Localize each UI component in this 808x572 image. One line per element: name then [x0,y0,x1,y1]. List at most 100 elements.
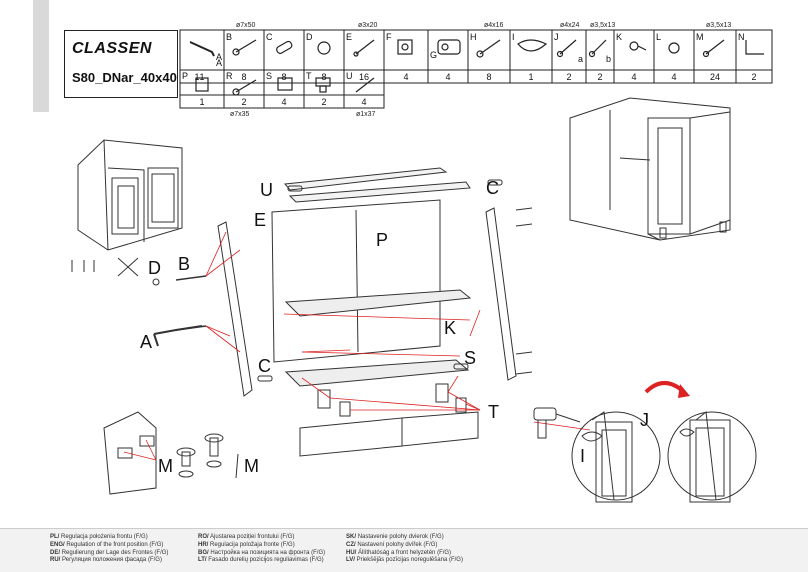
part-qty: 4 [281,97,286,107]
part-qty: 8 [241,72,246,82]
part-qty: 1 [528,72,533,82]
cabinet-preview-left [77,139,183,251]
callout-b: B [178,254,190,274]
callout-t: T [488,402,499,422]
dowel-icon [276,40,293,54]
dim-label: ø7x35 [230,111,250,118]
dim-label: ø3x20 [358,22,378,29]
leg-detail [103,411,239,495]
footer-col-2: RO/ Ajustarea poziției frontului (F/G) H… [198,534,326,564]
leader-lines [205,231,591,431]
part-qty: 2 [241,97,246,107]
part-qty: 2 [321,97,326,107]
callout-u: U [260,180,273,200]
brand-logo: CLASSEN [72,40,152,57]
part-letter: b [606,54,611,64]
part-letter: C [266,32,273,42]
part-letter: L [656,32,661,42]
part-letter: S [266,71,272,81]
side-tab [33,0,49,112]
door-detail [533,407,757,503]
screw-icon [232,39,257,56]
part-letter: P [182,71,188,81]
part-letter: M [696,32,704,42]
part-letter: N [738,32,745,42]
spatula-icon [517,39,548,52]
cabinet-preview-right [569,97,731,241]
part-qty: 24 [710,72,720,82]
part-letter: B [226,32,232,42]
leg-clip-icon [277,77,293,91]
part-qty: 8 [321,72,326,82]
screw-icon [476,39,501,58]
dim-label: ø4x24 [560,22,580,29]
hex-key-icon [189,41,215,57]
callout-c2: C [258,356,271,376]
part-letter: D [306,32,313,42]
dim-label: ø3,5x13 [590,22,615,29]
part-qty: 4 [445,72,450,82]
part-qty: 4 [403,72,408,82]
angle-bracket-icon [745,40,764,55]
exploded-assembly [71,167,533,457]
part-letter: U [346,71,353,81]
part-qty: 16 [359,72,369,82]
part-qty: 1 [194,72,199,82]
bumper-icon [668,42,680,54]
dim-label: ø1x37 [356,111,376,118]
shelf-pin-icon [629,41,647,51]
part-letter: A [216,58,222,68]
callout-a: A [140,332,152,352]
callout-s: S [464,348,476,368]
part-letter: a [578,54,583,64]
callout-p: P [376,230,388,250]
part-letter: I [512,32,515,42]
model-name: S80_DNar_40x40 [72,70,177,85]
part-qty: 8 [281,72,286,82]
part-qty: 8 [486,72,491,82]
part-qty: 2 [597,72,602,82]
dim-label: ø7x50 [236,22,256,29]
panel-icon [195,77,209,92]
nail-icon [355,77,375,93]
callout-m: M [158,456,173,476]
hinge-icon [437,39,461,55]
title-box [64,30,178,98]
parts-grid [179,29,773,109]
callout-m2: M [244,456,259,476]
part-qty: 2 [751,72,756,82]
part-letter: F [386,32,392,42]
part-qty: 4 [671,72,676,82]
part-qty: 4 [631,72,636,82]
hinge-plate-icon [397,39,413,55]
part-letter: G [430,50,437,60]
part-letter: E [346,32,352,42]
footer-col-1: PL/ Regulacja położenia frontu (F/G) ENG… [50,534,169,564]
part-letter: T [306,71,312,81]
part-qty: 2 [566,72,571,82]
nail-icon [353,39,375,57]
part-letter: R [226,71,233,81]
footer-col-3: SK/ Nastavenie polohy dvierok (F/G) CZ/ … [346,534,463,564]
part-letter: J [554,32,559,42]
screw-icon [702,39,725,58]
screw-icon [588,39,607,58]
screw-icon [556,39,577,58]
leg-icon [315,77,331,93]
arrow-head-icon [678,384,690,398]
callout-i: I [580,446,585,466]
cap-icon [317,41,331,55]
part-qty: 4 [361,97,366,107]
dim-label: ø4x16 [484,22,504,29]
screw-icon [232,79,257,96]
dim-label: ø3,5x13 [706,22,731,29]
callout-c: C [486,178,499,198]
leg-leaders [123,439,157,461]
callout-d: D [148,258,161,278]
part-qty: 1 [199,97,204,107]
callout-j: J [640,410,649,430]
part-letter: H [470,32,477,42]
